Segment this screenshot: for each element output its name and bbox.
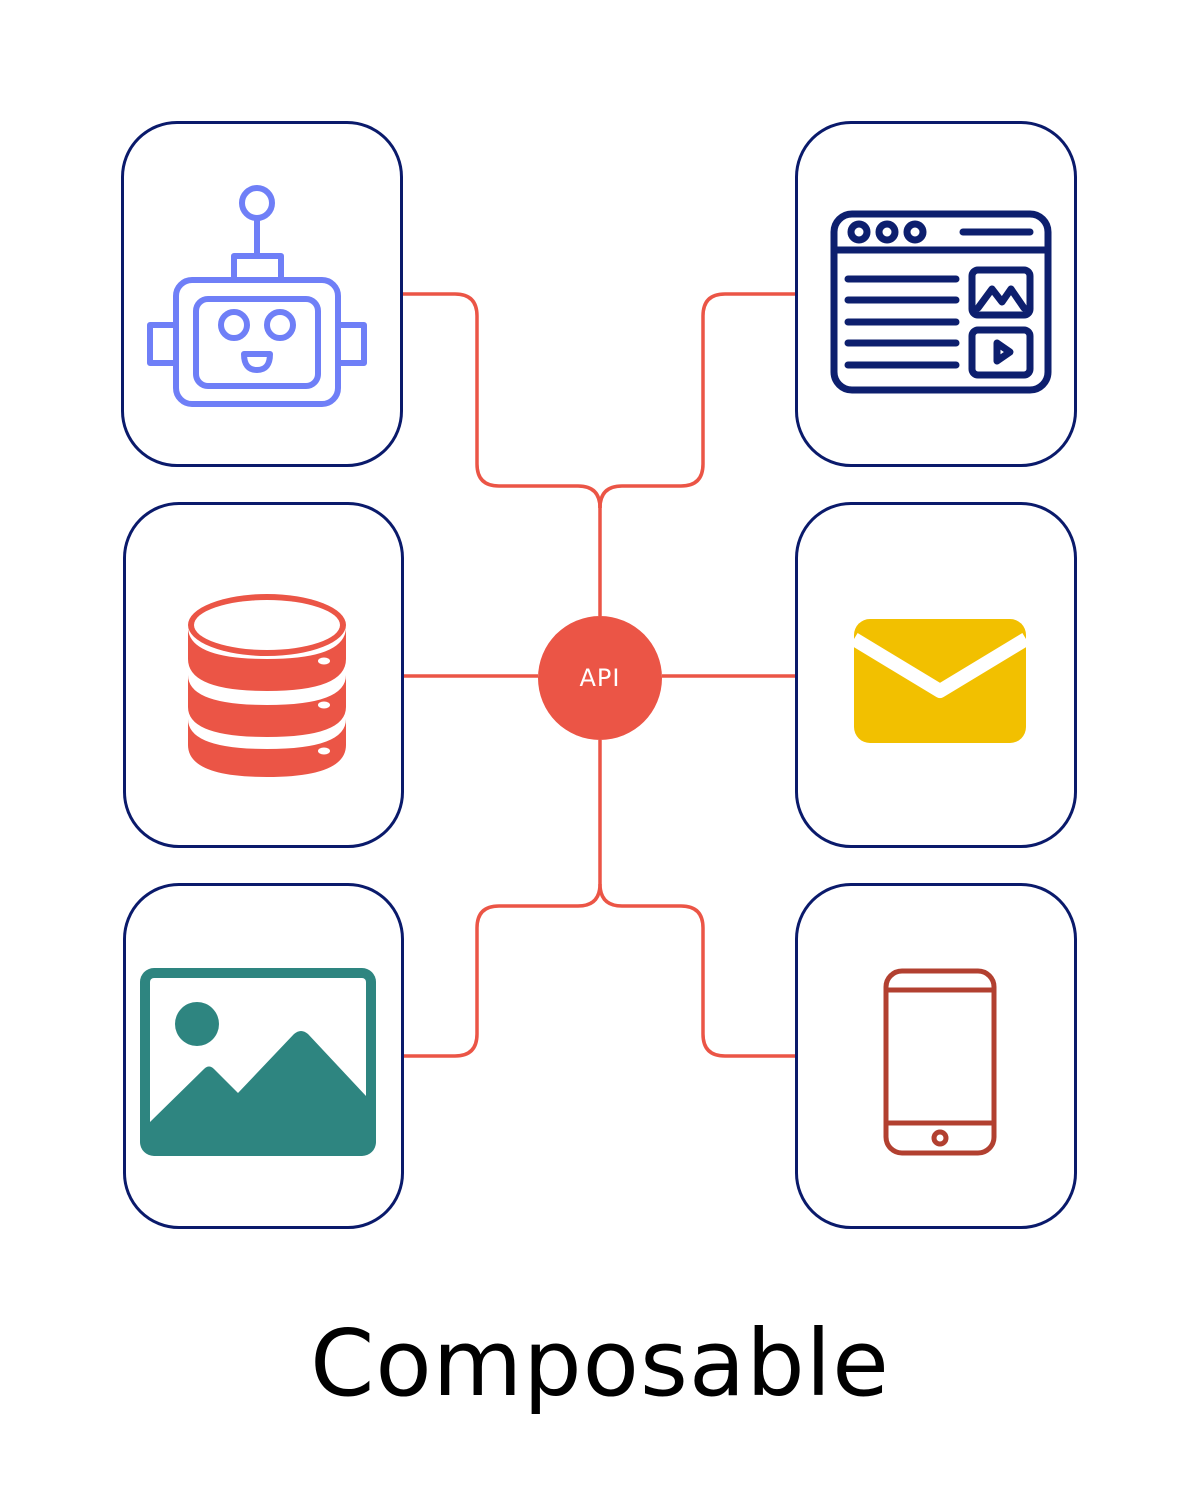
api-hub: API: [538, 616, 662, 740]
diagram-title: Composable: [310, 1310, 890, 1417]
smartphone-icon: [883, 968, 997, 1156]
image-card: [123, 883, 404, 1229]
envelope-icon: [850, 619, 1030, 743]
web-browser-card: [795, 121, 1077, 467]
robot-card: [121, 121, 403, 467]
browser-window-icon: [830, 210, 1052, 394]
image-icon: [140, 968, 376, 1156]
database-card: [123, 502, 404, 848]
database-icon: [188, 594, 346, 777]
email-card: [795, 502, 1077, 848]
robot-icon: [147, 185, 367, 407]
mobile-card: [795, 883, 1077, 1229]
api-hub-label: API: [579, 664, 621, 692]
